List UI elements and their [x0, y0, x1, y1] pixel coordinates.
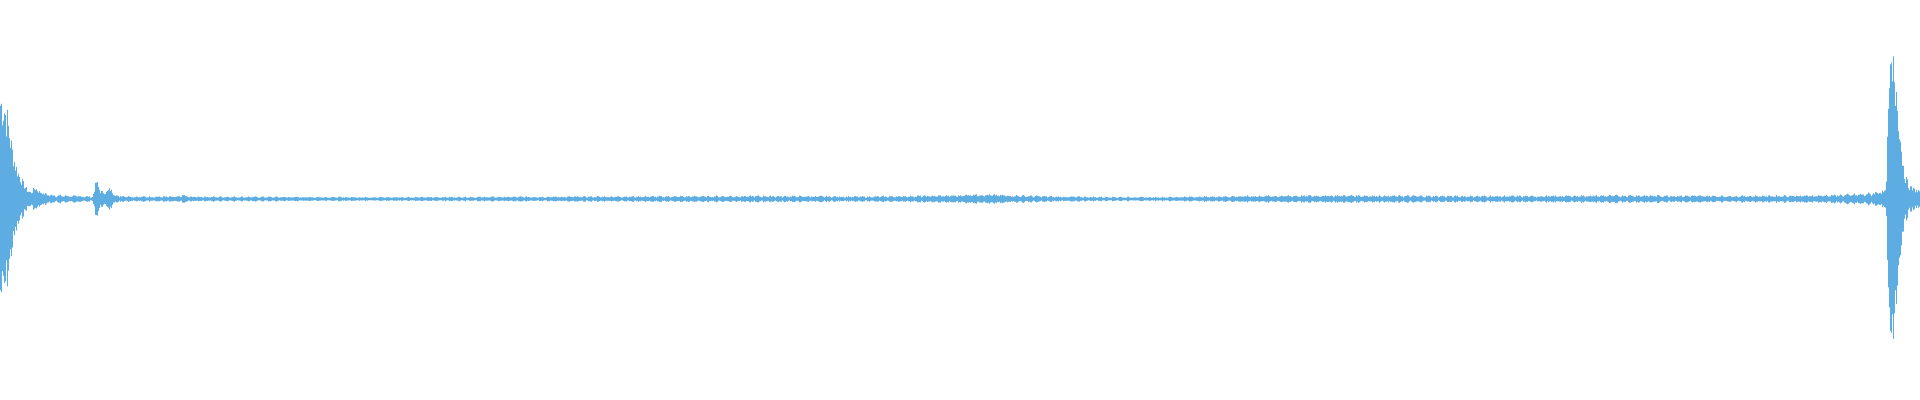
waveform-bars: [0, 56, 1920, 339]
waveform-path: [0, 56, 1920, 339]
